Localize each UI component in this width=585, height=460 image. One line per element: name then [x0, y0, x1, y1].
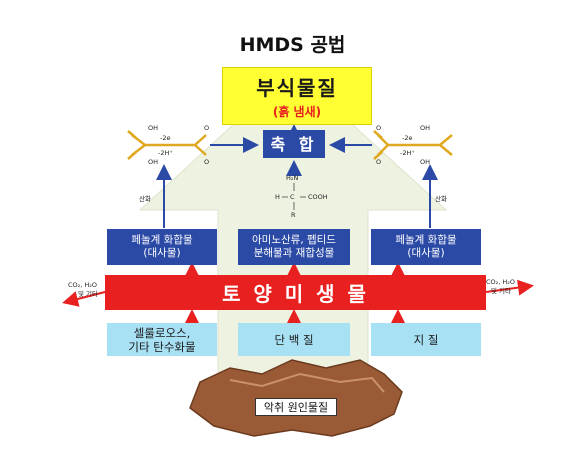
- source-cellulose-box: 셀룰로오스, 기타 탄수화물: [107, 323, 217, 356]
- earth-smell-label: (흙 냄새): [272, 105, 322, 119]
- right-phenolic-line2: (대사물): [407, 247, 445, 259]
- quinone-left: [127, 130, 207, 160]
- soil-highlight: [229, 372, 385, 393]
- condensation-box: 축 합: [263, 130, 325, 158]
- source-lipid-box: 지 질: [371, 323, 481, 356]
- amino-acid-bonds: [282, 183, 306, 210]
- arrow-microbe-out-right: [485, 279, 534, 296]
- right-phenolic-box: 페놀계 화합물 (대사물): [371, 229, 481, 265]
- quinone-left-o-top: O: [204, 124, 210, 132]
- quinone-left-oh-bottom: OH: [148, 158, 159, 166]
- left-phenolic-line2: (대사물): [143, 247, 181, 259]
- amino-cooh: COOH: [308, 193, 328, 201]
- quinone-right-o-top: O: [376, 124, 382, 132]
- soil-microbe-bar: 토 양 미 생 물: [105, 275, 486, 310]
- byproduct-right-line2: 및 기타: [491, 287, 512, 295]
- left-phenolic-line1: 페놀계 화합물: [131, 234, 193, 246]
- quinone-right-oh-top: OH: [420, 124, 431, 132]
- byproduct-left-line2: 및 기타: [78, 290, 99, 298]
- byproduct-right-line1: CO₂, H₂O: [486, 278, 516, 286]
- diagram-title: HMDS 공법: [239, 34, 346, 56]
- byproduct-left-line1: CO₂, H₂O: [68, 281, 98, 289]
- quinone-left-oh-top: OH: [148, 124, 159, 132]
- quinone-right-oh-bottom: OH: [420, 158, 431, 166]
- center-amino-box: 아미노산류, 펩티드 분해물과 재합성물: [238, 229, 350, 265]
- quinone-left-electrons: -2e: [160, 134, 171, 142]
- center-amino-line1: 아미노산류, 펩티드: [252, 234, 336, 246]
- amino-c: C: [290, 193, 295, 201]
- quinone-right-protons: -2H⁺: [400, 149, 415, 157]
- quinone-right-electrons: -2e: [402, 134, 413, 142]
- source-protein-label: 단 백 질: [274, 332, 314, 347]
- left-phenolic-box: 페놀계 화합물 (대사물): [107, 229, 217, 265]
- quinone-right: [373, 130, 453, 160]
- right-phenolic-line1: 페놀계 화합물: [395, 234, 457, 246]
- humic-substance-box: 부식물질 (흙 냄새): [222, 67, 372, 125]
- source-protein-box: 단 백 질: [238, 323, 350, 356]
- odor-origin-label: 악취 원인물질: [255, 398, 337, 416]
- source-cellulose-line2: 기타 탄수화물: [128, 339, 196, 354]
- quinone-right-o-bottom: O: [376, 158, 382, 166]
- arrow-microbe-out-left: [62, 291, 106, 307]
- oxidation-left-label: 산화: [139, 195, 151, 203]
- quinone-left-o-bottom: O: [204, 158, 210, 166]
- amino-h2n: H₂N: [286, 174, 299, 182]
- humic-substance-label: 부식물질: [256, 76, 338, 100]
- source-cellulose-line1: 셀룰로오스,: [133, 325, 191, 340]
- amino-r: R: [291, 211, 296, 219]
- amino-h: H: [275, 193, 280, 201]
- oxidation-right-label: 산화: [435, 195, 447, 203]
- source-lipid-label: 지 질: [413, 332, 439, 347]
- quinone-left-protons: -2H⁺: [158, 149, 173, 157]
- center-amino-line2: 분해물과 재합성물: [253, 247, 335, 259]
